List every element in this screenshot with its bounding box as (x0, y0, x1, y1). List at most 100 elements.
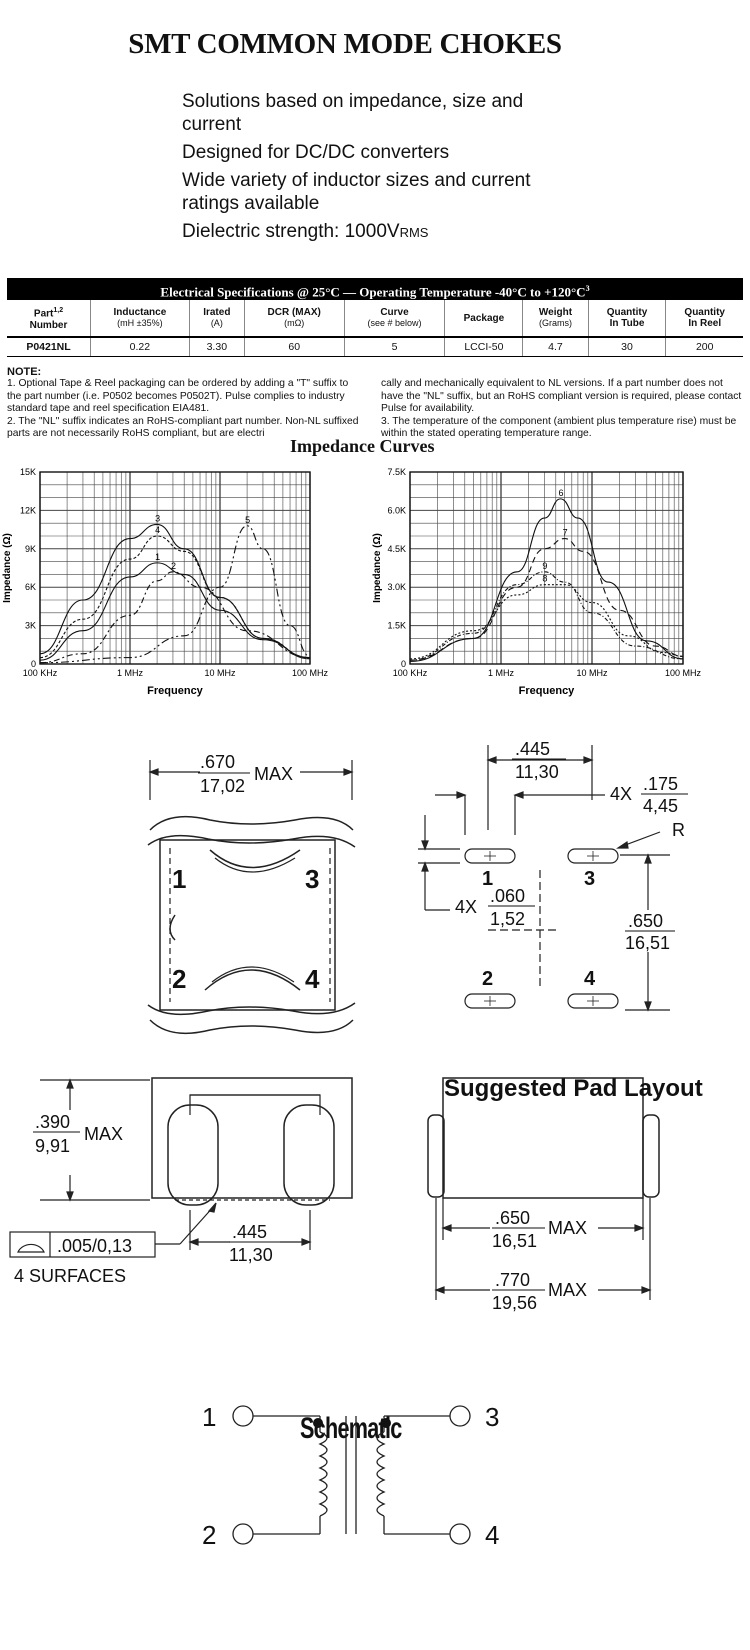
pin-label: 2 (482, 968, 493, 990)
y-tick-label: 15K (20, 467, 36, 477)
schematic-pin-label: 4 (485, 1520, 499, 1550)
dim-pad-row-mm: 16,51 (625, 933, 670, 953)
series-label: 2 (171, 561, 176, 571)
schematic-pin-label: 1 (202, 1402, 216, 1432)
series-label: 9 (542, 561, 547, 571)
dim-top-width-mm: 17,02 (200, 776, 245, 796)
table-header: Curve(see # below) (344, 300, 446, 338)
table-cell: P0421NL (7, 337, 91, 357)
series-label: 7 (563, 528, 568, 538)
series-label: 8 (542, 574, 547, 584)
y-tick-label: 3K (25, 621, 36, 631)
series-line (409, 571, 684, 661)
plot-frame (39, 471, 311, 665)
series-label: 4 (155, 525, 160, 535)
feature-item: Dielectric strength: 1000VRMS (182, 221, 429, 242)
x-tick-label: 1 MHz (488, 668, 515, 678)
x-tick-label: 100 KHz (393, 668, 428, 678)
y-tick-label: 6.0K (387, 505, 406, 515)
feature-item: Wide variety of inductor sizes and curre… (182, 170, 531, 214)
spec-banner: Electrical Specifications @ 25°C — Opera… (7, 278, 743, 300)
dim-overall-mm: 19,56 (492, 1293, 537, 1313)
y-tick-label: 6K (25, 582, 36, 592)
dim-side-span-mm: 11,30 (229, 1245, 273, 1265)
series-label: 1 (155, 552, 160, 562)
dim-height: .390 (35, 1112, 70, 1132)
mechanical-drawings: .670 17,02 MAX 1 3 2 4 .445 11,30 4X .17… (9, 739, 688, 1313)
table-header: Weight(Grams) (522, 300, 589, 338)
feature-list: Solutions based on impedance, size and c… (182, 90, 582, 249)
dim-body-len: .650 (495, 1208, 530, 1228)
dim-radius: R (672, 820, 685, 840)
pin-label: 1 (172, 864, 186, 894)
x-tick-label: 100 KHz (23, 668, 58, 678)
pin-label: 4 (584, 968, 596, 990)
x-tick-label: 10 MHz (204, 668, 236, 678)
table-header: Package (444, 300, 524, 338)
note-item: 1. Optional Tape & Reel packaging can be… (7, 378, 349, 414)
dim-pad-pitch: .445 (515, 739, 550, 759)
series-label: 6 (558, 488, 563, 498)
notes-right: cally and mechanically equivalent to NL … (381, 378, 743, 441)
table-header: Inductance(mH ±35%) (90, 300, 190, 338)
dim-max: MAX (84, 1124, 123, 1144)
x-tick-label: 100 MHz (665, 668, 702, 678)
table-cell: 30 (588, 337, 667, 357)
x-tick-label: 1 MHz (117, 668, 144, 678)
dim-prefix: 4X (455, 897, 477, 917)
table-cell: 3.30 (189, 337, 245, 357)
table-cell: 0.22 (90, 337, 190, 357)
dim-surfaces: 4 SURFACES (14, 1266, 126, 1286)
series-line (39, 525, 311, 664)
y-tick-label: 0 (401, 659, 406, 669)
note-heading: NOTE: (7, 366, 42, 378)
x-tick-label: 10 MHz (576, 668, 608, 678)
dim-pad-pitch-mm: 11,30 (515, 762, 559, 782)
y-tick-label: 7.5K (387, 467, 406, 477)
page-title: SMT COMMON MODE CHOKES (128, 28, 562, 60)
schematic-title: Schematic (300, 1412, 402, 1445)
schematic-pin-label: 2 (202, 1520, 216, 1550)
dim-side-span: .445 (232, 1222, 267, 1242)
y-tick-label: 12K (20, 505, 36, 515)
dim-pad-len: .175 (643, 774, 678, 794)
dim-pad-len-mm: 4,45 (643, 796, 678, 816)
schematic-diagram: 1 3 2 4 (202, 1402, 499, 1550)
pin-label: 4 (305, 964, 320, 994)
dim-height-mm: 9,91 (35, 1136, 70, 1156)
y-axis-label: Impedance (Ω) (2, 533, 13, 603)
y-tick-label: 4.5K (387, 544, 406, 554)
table-header: DCR (MAX)(mΩ) (244, 300, 345, 338)
dim-overall: .770 (495, 1270, 530, 1290)
schematic-pin-label: 3 (485, 1402, 499, 1432)
pin-label: 3 (305, 864, 319, 894)
y-tick-label: 3.0K (387, 582, 406, 592)
note-item: 2. The "NL" suffix indicates an RoHS-com… (7, 415, 359, 440)
feature-item: Designed for DC/DC converters (182, 142, 450, 163)
table-cell: 200 (665, 337, 743, 357)
dim-pad-w-mm: 1,52 (490, 909, 525, 929)
table-cell: LCCI-50 (444, 337, 524, 357)
y-axis-label: Impedance (Ω) (372, 533, 383, 603)
series-label: 3 (155, 513, 160, 523)
dim-pad-row: .650 (628, 911, 663, 931)
note-item: 3. The temperature of the component (amb… (381, 415, 737, 440)
x-axis-label: Frequency (147, 685, 204, 697)
table-cell: 4.7 (522, 337, 589, 357)
pad-layout-title: Suggested Pad Layout (444, 1075, 703, 1102)
series-line (409, 584, 684, 660)
notes-left: 1. Optional Tape & Reel packaging can be… (7, 378, 365, 441)
x-axis-label: Frequency (519, 685, 576, 697)
y-tick-label: 0 (31, 659, 36, 669)
table-header: Irated(A) (189, 300, 245, 338)
series-label: 5 (245, 515, 250, 525)
series-line (39, 535, 311, 659)
dim-max: MAX (254, 764, 293, 784)
